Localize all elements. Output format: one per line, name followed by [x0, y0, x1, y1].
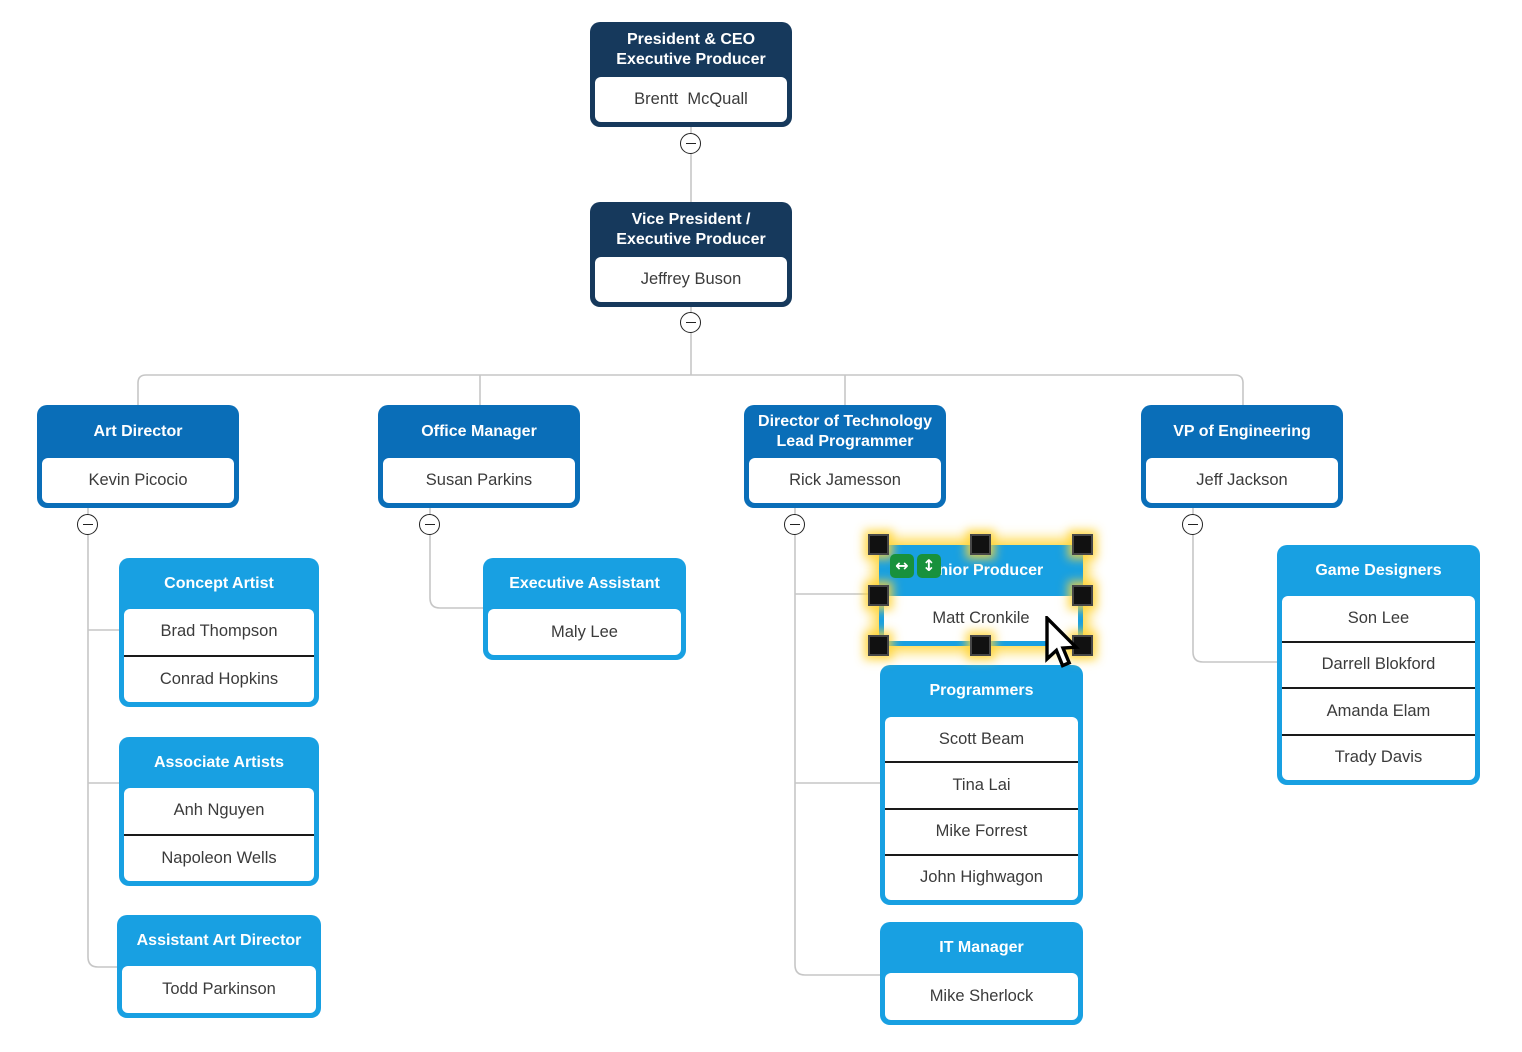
org-node-director-of-technology[interactable]: Director of Technology Lead Programmer R…: [744, 405, 946, 508]
member-name: Mike Forrest: [885, 807, 1078, 854]
member-name: Matt Cronkile: [932, 609, 1030, 627]
member-name: Scott Beam: [938, 729, 1025, 748]
node-title: President & CEO Executive Producer: [616, 30, 766, 68]
resize-horizontal-icon[interactable]: ↔: [890, 554, 914, 578]
org-node-game-designers[interactable]: Game Designers Son Lee Darrell Blokford …: [1277, 545, 1480, 785]
member-name: Brentt McQuall: [634, 90, 748, 108]
org-node-vice-president[interactable]: Vice President / Executive Producer Jeff…: [590, 202, 792, 307]
member-name: Son Lee: [1347, 608, 1410, 627]
member-name: Rick Jamesson: [789, 471, 901, 489]
member-name: Tina Lai: [885, 761, 1078, 807]
node-title: Associate Artists: [153, 753, 285, 771]
node-title: Art Director: [93, 422, 183, 440]
collapse-button[interactable]: [419, 514, 440, 535]
minus-icon: [789, 523, 800, 526]
collapse-button[interactable]: [1182, 514, 1203, 535]
org-node-executive-assistant[interactable]: Executive Assistant Maly Lee: [483, 558, 686, 660]
member-name: Darrell Blokford: [1282, 640, 1475, 688]
selection-handle-top-middle[interactable]: [970, 534, 991, 555]
org-node-assistant-art-director[interactable]: Assistant Art Director Todd Parkinson: [117, 915, 321, 1018]
selection-handle-top-left[interactable]: [868, 534, 889, 555]
node-title: VP of Engineering: [1173, 422, 1311, 440]
member-name: Susan Parkins: [425, 471, 533, 489]
selection-handle-middle-left[interactable]: [868, 585, 889, 606]
minus-icon: [424, 523, 435, 526]
member-name: Anh Nguyen: [173, 801, 265, 820]
node-title: Office Manager: [421, 422, 537, 440]
minus-icon: [1187, 523, 1198, 526]
org-node-it-manager[interactable]: IT Manager Mike Sherlock: [880, 922, 1083, 1025]
org-node-vp-of-engineering[interactable]: VP of Engineering Jeff Jackson: [1141, 405, 1343, 508]
selection-handle-top-right[interactable]: [1072, 534, 1093, 555]
minus-icon: [82, 523, 93, 526]
node-title: Vice President / Executive Producer: [616, 210, 766, 248]
org-node-office-manager[interactable]: Office Manager Susan Parkins: [378, 405, 580, 508]
node-title: Programmers: [929, 682, 1034, 699]
minus-icon: [685, 142, 696, 145]
org-node-art-director[interactable]: Art Director Kevin Picocio: [37, 405, 239, 508]
mouse-cursor: [1045, 616, 1080, 668]
node-title: Game Designers: [1315, 561, 1442, 579]
member-name: Brad Thompson: [160, 622, 278, 641]
member-name: Amanda Elam: [1282, 687, 1475, 734]
member-name: John Highwagon: [885, 853, 1078, 900]
member-name: Mike Sherlock: [929, 987, 1034, 1005]
org-node-programmers[interactable]: Programmers Scott Beam Tina Lai Mike For…: [880, 665, 1083, 905]
selection-handle-bottom-middle[interactable]: [970, 635, 991, 656]
selection-handle-bottom-left[interactable]: [868, 635, 889, 656]
member-name: Jeffrey Buson: [640, 270, 742, 288]
node-title: Director of Technology Lead Programmer: [758, 412, 932, 450]
resize-vertical-icon[interactable]: ↕: [917, 554, 941, 578]
member-name: Maly Lee: [551, 622, 618, 641]
selection-handle-middle-right[interactable]: [1072, 585, 1093, 606]
member-name: Trady Davis: [1282, 733, 1475, 781]
member-name: Kevin Picocio: [88, 471, 188, 489]
collapse-button[interactable]: [680, 312, 701, 333]
member-name: Conrad Hopkins: [124, 654, 314, 703]
member-name: Jeff Jackson: [1196, 471, 1288, 489]
node-title: Executive Assistant: [509, 574, 660, 592]
collapse-button[interactable]: [784, 514, 805, 535]
member-name: Todd Parkinson: [162, 980, 276, 998]
org-node-associate-artists[interactable]: Associate Artists Anh Nguyen Napoleon We…: [119, 737, 319, 886]
collapse-button[interactable]: [77, 514, 98, 535]
collapse-button[interactable]: [680, 133, 701, 154]
member-name: Napoleon Wells: [124, 833, 314, 882]
org-node-concept-artist[interactable]: Concept Artist Brad Thompson Conrad Hopk…: [119, 558, 319, 707]
org-node-president-ceo[interactable]: President & CEO Executive Producer Brent…: [590, 22, 792, 127]
node-title: Assistant Art Director: [136, 931, 302, 949]
node-title: IT Manager: [939, 938, 1024, 956]
minus-icon: [685, 321, 696, 324]
node-title: Concept Artist: [164, 574, 274, 592]
org-node-senior-producer[interactable]: Senior Producer Matt Cronkile: [879, 545, 1083, 646]
